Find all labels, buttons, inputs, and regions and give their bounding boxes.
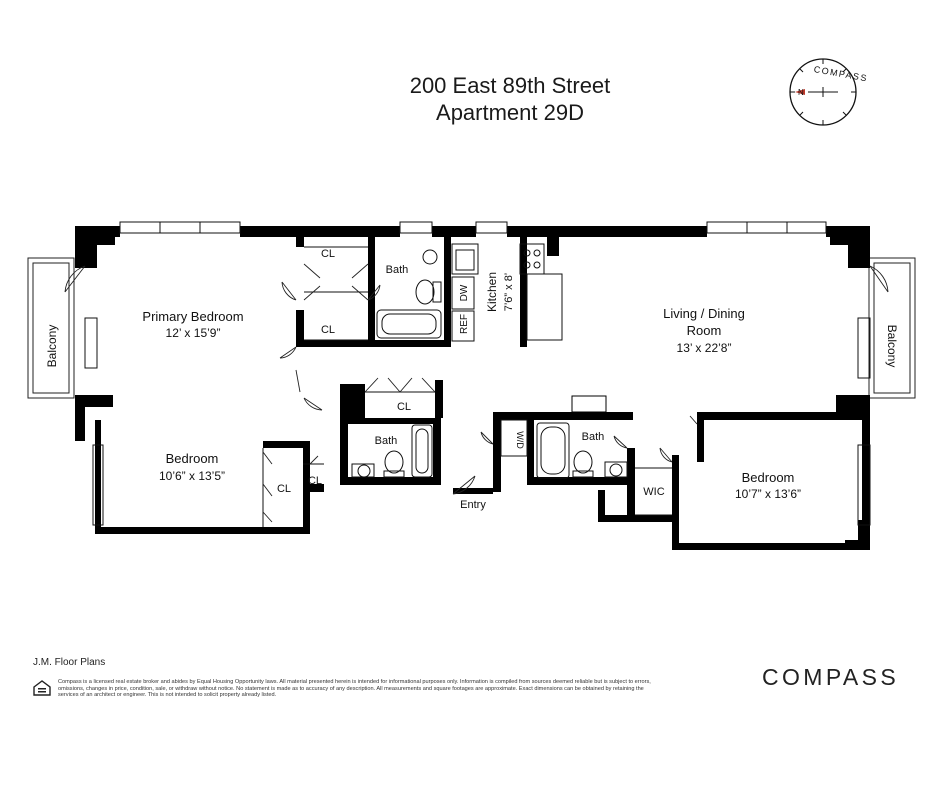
bath-1-label: Bath [386,264,409,276]
dishwasher-label: DW [459,284,470,301]
compass-north-label: N [798,88,804,97]
primary-bedroom-label: Primary Bedroom [142,309,243,324]
walls [75,226,870,550]
balcony-right-label: Balcony [885,325,899,368]
kitchen-dims: 7’6” x 8’ [503,273,515,312]
bedroom-left-label: Bedroom [166,451,219,466]
washer-dryer-label: W/D [515,431,525,449]
bedroom-right-label: Bedroom [742,470,795,485]
equal-housing-icon [33,680,51,696]
bedroom-left-dims: 10’6” x 13’5” [159,469,225,483]
primary-bedroom-dims: 12’ x 15’9” [166,326,221,340]
door-swings [64,263,889,523]
brand-logo: COMPASS [762,664,900,690]
compass-ring-text: COMPASS [813,64,869,83]
closet-4-label: CL [277,483,291,495]
kitchen-label: Kitchen [485,272,499,312]
legal-disclaimer: Compass is a licensed real estate broker… [58,679,651,699]
balcony-right [868,257,916,399]
bedroom-right-dims: 10’7” x 13’6” [735,487,801,501]
balcony-left [27,257,75,399]
compass-rose-icon: N COMPASS [789,58,869,126]
closet-5-label: CL [308,475,322,487]
bath-2-label: Bath [375,435,398,447]
wic-label: WIC [643,486,664,498]
entry-label: Entry [460,499,486,511]
closet-1-label: CL [321,248,335,260]
unit-title: Apartment 29D [436,100,584,125]
living-dining-dims: 13’ x 22’8” [677,341,732,355]
closet-3-label: CL [397,401,411,413]
closet-2-label: CL [321,324,335,336]
bath-3-label: Bath [582,431,605,443]
fixtures [84,221,871,527]
balcony-left-label: Balcony [45,325,59,368]
living-dining-label-1: Living / Dining [663,306,745,321]
floor-plan-credit: J.M. Floor Plans [33,657,106,668]
address-title: 200 East 89th Street [409,73,611,98]
living-dining-label-2: Room [687,323,722,338]
refrigerator-label: REF [459,314,470,334]
